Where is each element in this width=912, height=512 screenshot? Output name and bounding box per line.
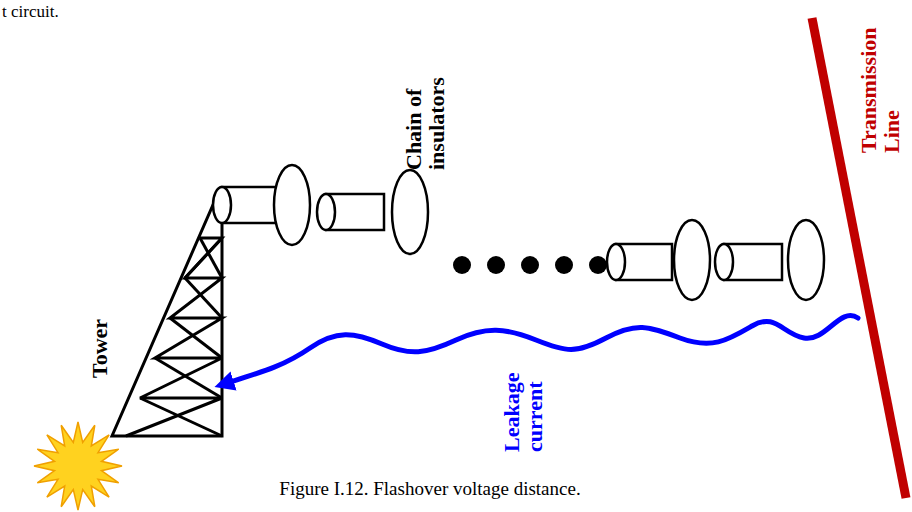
sun-symbol [34,422,122,510]
figure-caption: Figure I.12. Flashover voltage distance. [279,478,580,500]
tower-lattice [112,198,222,436]
insulator-pin [607,244,672,280]
current-label: Leakage current [500,352,546,452]
chain-label: Chain of insulators [402,20,448,170]
chain-continuation-dots [453,256,607,274]
insulator-disc [392,170,428,254]
insulator-disc [674,220,710,300]
tower-label: Tower [88,298,111,378]
insulator-pin [213,187,278,223]
cropped-text: t circuit. [2,2,59,22]
insulator-pin [715,244,782,280]
insulator-disc [788,220,824,300]
leakage-current-path [224,316,858,384]
line-label: Transmission Line [857,3,903,153]
insulator-chain [213,165,824,300]
insulator-disc [274,165,310,245]
insulator-pin [317,194,384,230]
